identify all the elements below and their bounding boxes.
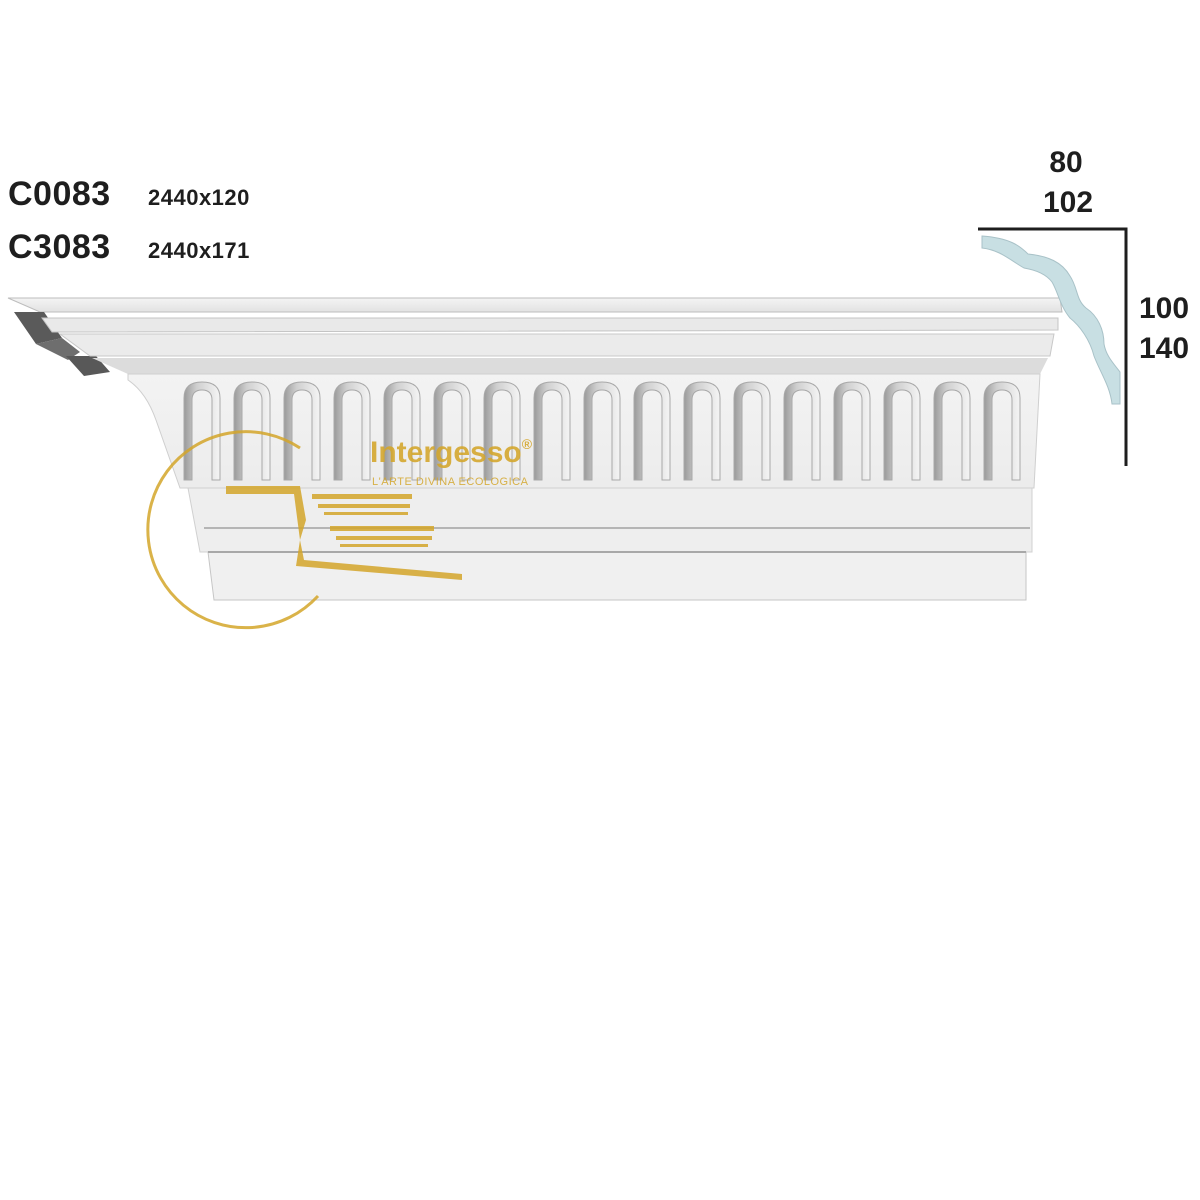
product-code-2: C3083 xyxy=(8,228,111,266)
profile-width-value-1: 80 xyxy=(1049,146,1083,179)
profile-height-value-1: 100 xyxy=(1138,292,1190,325)
watermark-brand: Intergesso® xyxy=(370,436,533,469)
profile-height-value-2: 140 xyxy=(1138,332,1190,365)
product-size-2: 2440x171 xyxy=(148,238,250,263)
product-size-1: 2440x120 xyxy=(148,185,250,210)
product-code-1: C0083 xyxy=(8,175,111,213)
watermark-tagline: L'ARTE DIVINA ECOLOGICA xyxy=(372,476,529,488)
profile-section xyxy=(978,227,1128,466)
registered-mark: ® xyxy=(521,436,533,452)
intergesso-logo-mark xyxy=(146,430,462,630)
profile-width-value-2: 102 xyxy=(1042,186,1094,219)
